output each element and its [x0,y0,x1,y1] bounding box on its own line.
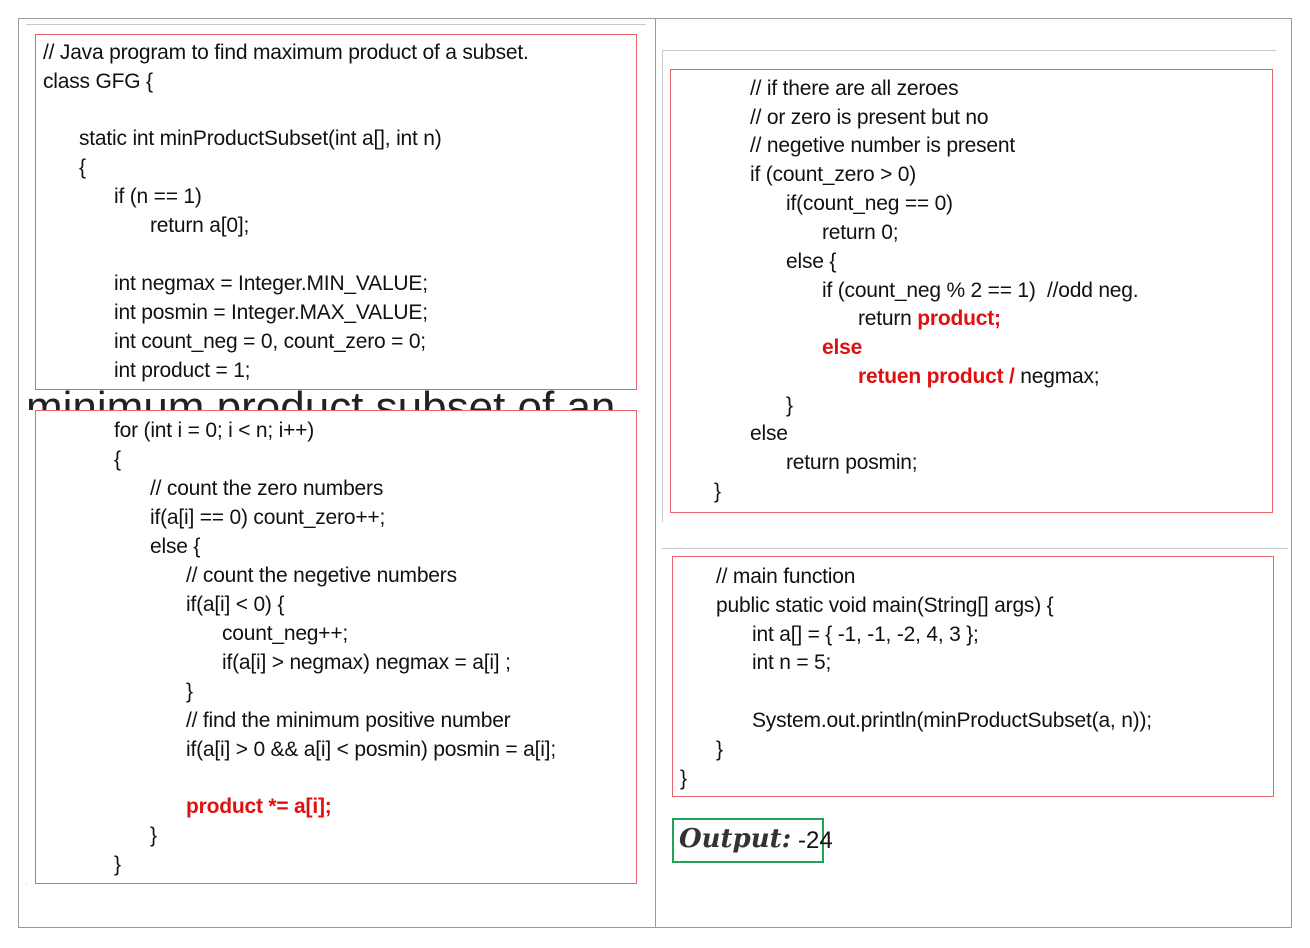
code-line: // or zero is present but no [750,106,989,129]
code-line: // Java program to find maximum product … [43,41,529,64]
code-line: if(a[i] > negmax) negmax = a[i] ; [222,651,511,674]
code-box-right-bottom [672,556,1274,797]
slide-edge-left-top [26,24,646,25]
code-line: else { [786,250,837,273]
code-box-left-top [35,34,637,390]
code-line: } [680,767,687,790]
output-value: -24 [798,827,833,854]
code-line-highlight: else [822,336,863,359]
code-line: int posmin = Integer.MAX_VALUE; [114,301,428,324]
code-line: if (n == 1) [114,185,202,208]
code-line: } [150,824,157,847]
code-line-highlight: product *= a[i]; [186,795,332,818]
code-highlight: retuen product / [858,365,1015,388]
code-line: { [79,156,86,179]
code-highlight: product; [917,307,1001,330]
code-line: for (int i = 0; i < n; i++) [114,419,315,442]
code-line: { [114,448,121,471]
slide-edge-right-left [662,50,663,522]
output-label: Output: [679,824,792,854]
code-line: // main function [716,565,856,588]
code-line: else { [150,535,201,558]
code-line: class GFG { [43,70,153,93]
code-line: return product; [858,304,1001,333]
code-line: } [114,853,121,876]
code-line: } [786,394,793,417]
code-line: } [714,480,721,503]
slide-edge-right-mid [662,548,1288,549]
code-box-right-top [670,69,1273,513]
code-line: int product = 1; [114,359,251,382]
code-text: return [858,307,918,330]
output-box [672,818,824,863]
code-line: count_neg++; [222,622,349,645]
code-line: } [716,738,723,761]
column-divider [655,18,656,928]
code-line: if (count_zero > 0) [750,163,917,186]
slide-edge-left-bottom [26,884,27,885]
code-line: if(a[i] > 0 && a[i] < posmin) posmin = a… [186,738,556,761]
code-box-left-bottom [35,410,637,884]
code-line: } [186,680,193,703]
code-line: System.out.println(minProductSubset(a, n… [752,709,1152,732]
code-line: if (count_neg % 2 == 1) //odd neg. [822,279,1139,302]
code-line: else [750,422,788,445]
code-line: if(count_neg == 0) [786,192,953,215]
code-line: int count_neg = 0, count_zero = 0; [114,330,426,353]
code-line: // count the negetive numbers [186,564,457,587]
code-text: negmax; [1014,365,1100,388]
code-line: int negmax = Integer.MIN_VALUE; [114,272,428,295]
code-line: return 0; [822,221,899,244]
code-line: // if there are all zeroes [750,77,959,100]
code-line: int n = 5; [752,651,832,674]
code-line: // count the zero numbers [150,477,384,500]
code-line: // negetive number is present [750,134,1016,157]
code-line: retuen product / negmax; [858,362,1100,391]
code-line: return a[0]; [150,214,250,237]
slide-edge-right-top [662,50,1276,51]
code-line: int a[] = { -1, -1, -2, 4, 3 }; [752,623,979,646]
code-line: // find the minimum positive number [186,709,511,732]
code-line: public static void main(String[] args) { [716,594,1054,617]
code-line: if(a[i] == 0) count_zero++; [150,506,386,529]
code-line: return posmin; [786,451,918,474]
code-line: if(a[i] < 0) { [186,593,285,616]
code-line: static int minProductSubset(int a[], int… [79,127,442,150]
